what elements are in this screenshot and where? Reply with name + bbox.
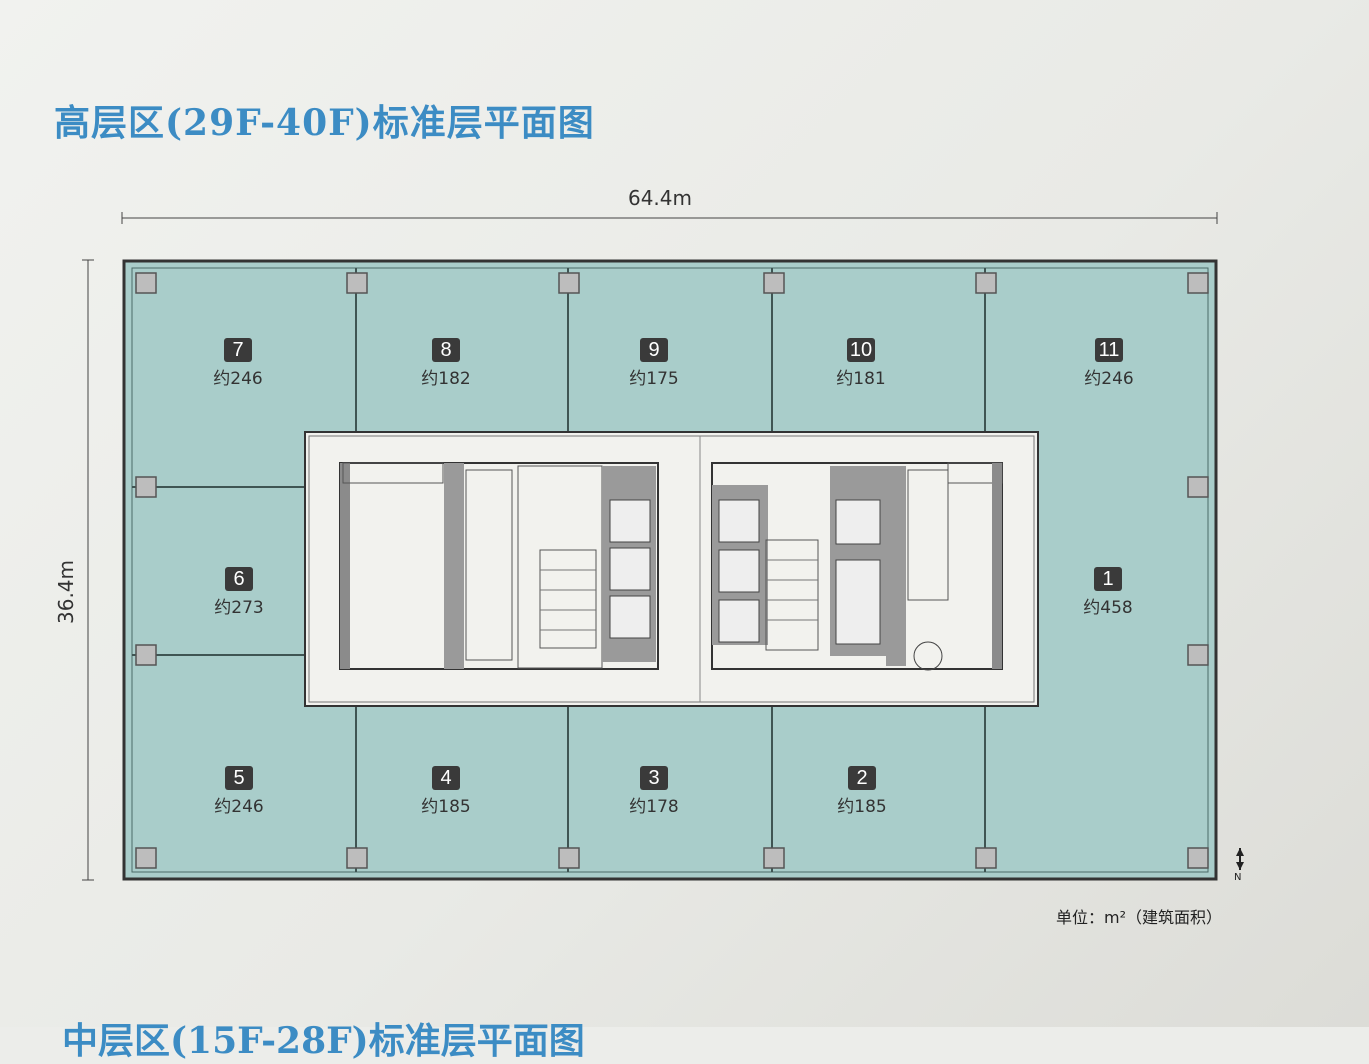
- unit-number: 11: [1095, 338, 1123, 362]
- unit-8: 8 约182: [396, 338, 496, 389]
- unit-2: 2 约185: [812, 766, 912, 817]
- unit-number: 6: [225, 567, 253, 591]
- north-arrow-icon: [1236, 848, 1244, 870]
- unit-number: 3: [640, 766, 668, 790]
- floor-plan: [82, 212, 1244, 881]
- unit-number: 2: [848, 766, 876, 790]
- unit-area: 约181: [836, 369, 886, 389]
- unit-note: 单位：m²（建筑面积）: [1056, 908, 1223, 927]
- north-label: N: [1234, 872, 1242, 883]
- unit-number: 1: [1094, 567, 1122, 591]
- unit-number: 10: [847, 338, 875, 362]
- dimension-lines: [82, 212, 1218, 881]
- unit-6: 6 约273: [189, 567, 289, 618]
- unit-area: 约458: [1083, 598, 1133, 618]
- unit-area: 约273: [214, 598, 264, 618]
- unit-1: 1 约458: [1058, 567, 1158, 618]
- unit-3: 3 约178: [604, 766, 704, 817]
- core-area: [304, 431, 1039, 707]
- page-title: 高层区(29F-40F)标准层平面图: [54, 102, 595, 144]
- unit-5: 5 约246: [189, 766, 289, 817]
- unit-number: 4: [432, 766, 460, 790]
- unit-area: 约182: [421, 369, 471, 389]
- unit-7: 7 约246: [188, 338, 288, 389]
- unit-number: 8: [432, 338, 460, 362]
- unit-11: 11 约246: [1059, 338, 1159, 389]
- unit-area: 约175: [629, 369, 679, 389]
- partition-lines: [132, 268, 986, 872]
- width-dimension: 64.4m: [627, 186, 692, 210]
- unit-area: 约246: [1084, 369, 1134, 389]
- unit-area: 约178: [629, 797, 679, 817]
- unit-area: 约185: [421, 797, 471, 817]
- unit-area: 约185: [837, 797, 887, 817]
- unit-area: 约246: [213, 369, 263, 389]
- unit-4: 4 约185: [396, 766, 496, 817]
- unit-10: 10 约181: [811, 338, 911, 389]
- unit-area: 约246: [214, 797, 264, 817]
- unit-number: 5: [225, 766, 253, 790]
- unit-number: 9: [640, 338, 668, 362]
- columns: [135, 272, 1209, 869]
- next-section-title: 中层区(15F-28F)标准层平面图: [62, 1020, 585, 1062]
- unit-9: 9 约175: [604, 338, 704, 389]
- unit-number: 7: [224, 338, 252, 362]
